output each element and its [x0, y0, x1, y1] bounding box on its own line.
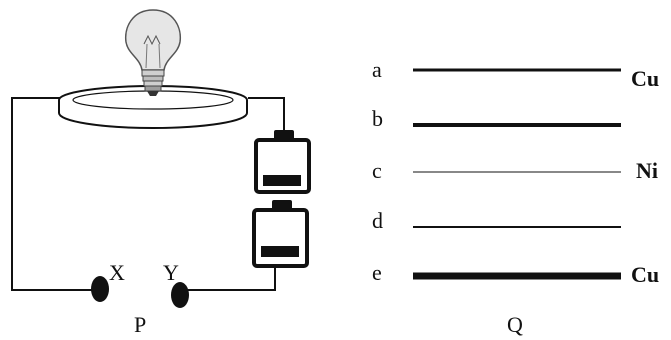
circuit-wire: [11, 97, 285, 291]
bulb-holder: [58, 85, 248, 129]
circuit-caption: P: [134, 312, 146, 337]
wire-label-b: b: [372, 106, 383, 131]
wire-set-q: a Cu b c Ni d e Cu Q: [372, 57, 659, 337]
terminal-y-label: Y: [163, 260, 179, 285]
battery-cell-1-icon: [254, 130, 311, 194]
wire-material-e: Cu: [631, 262, 659, 287]
wire-label-c: c: [372, 158, 382, 183]
terminal-y: [171, 282, 189, 308]
terminal-x: [91, 276, 109, 302]
wire-label-e: e: [372, 260, 382, 285]
wire-label-a: a: [372, 57, 382, 82]
wire-material-a: Cu: [631, 66, 659, 91]
battery-cell-2-icon: [252, 200, 309, 268]
terminal-x-label: X: [109, 260, 125, 285]
circuit-p: X Y P: [11, 9, 311, 337]
wire-label-d: d: [372, 208, 383, 233]
wire-set-caption: Q: [507, 312, 523, 337]
light-bulb-icon: [124, 9, 182, 96]
wire-material-c: Ni: [636, 158, 658, 183]
